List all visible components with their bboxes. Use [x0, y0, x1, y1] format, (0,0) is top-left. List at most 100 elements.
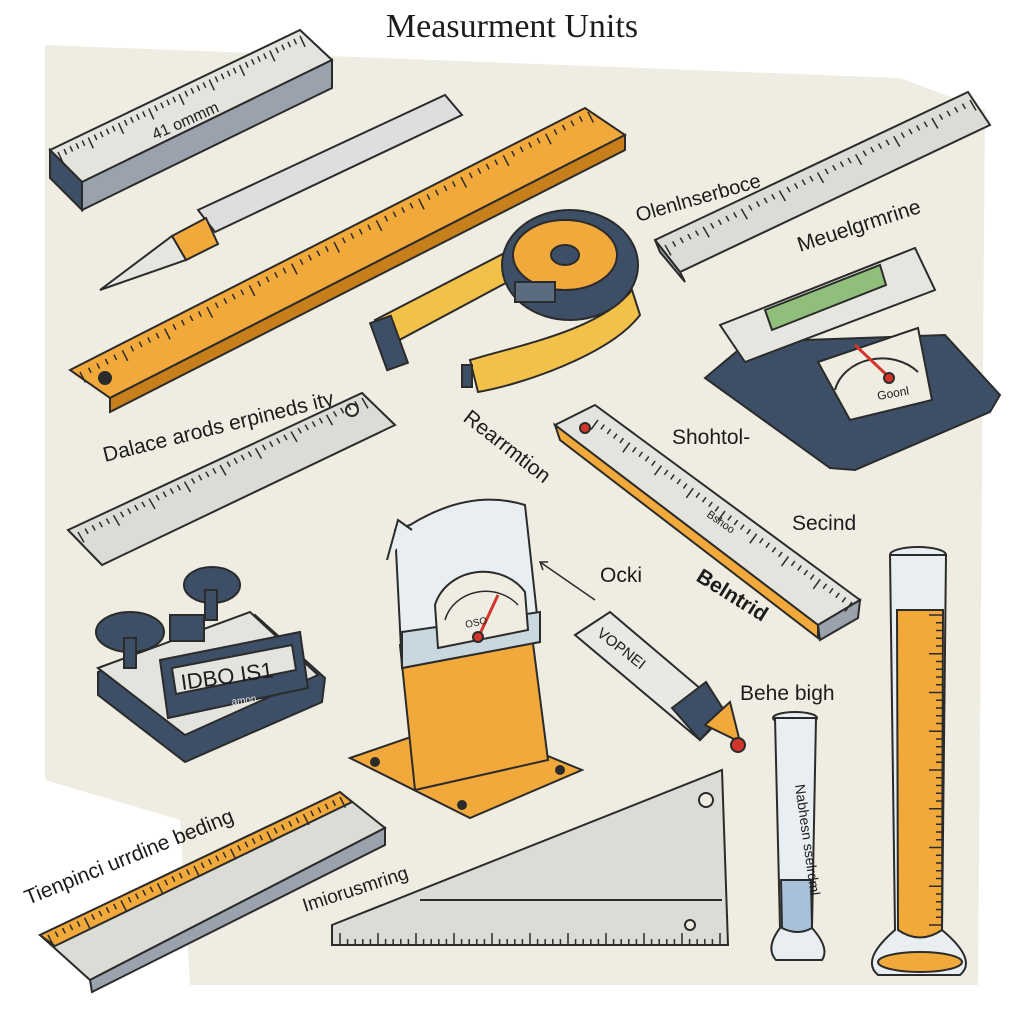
tick-mark: [231, 293, 236, 300]
tick-mark: [120, 900, 128, 912]
tick-mark: [54, 931, 59, 938]
tick-mark: [163, 328, 171, 340]
graduated-cylinder-icon: [870, 546, 967, 976]
tick-mark: [69, 145, 74, 152]
tick-mark: [494, 159, 499, 166]
tick-mark: [664, 244, 672, 256]
tick-mark: [725, 215, 730, 222]
tick-mark: [502, 154, 510, 167]
tick-mark: [839, 161, 845, 168]
tick-mark: [606, 428, 612, 435]
tick-mark: [266, 831, 274, 843]
tick-mark: [127, 508, 132, 515]
tick-mark: [653, 465, 663, 476]
tick-mark: [84, 528, 89, 535]
tick-mark: [87, 367, 92, 374]
tick-mark: [392, 211, 397, 218]
tick-mark: [324, 803, 329, 810]
tick-mark: [256, 55, 261, 63]
tick-mark: [841, 597, 847, 603]
scale-dial-label: Goonl: [876, 384, 910, 403]
tick-mark: [138, 341, 143, 348]
tick-mark: [113, 354, 118, 361]
tick-mark: [434, 189, 439, 196]
tick-mark: [528, 141, 533, 148]
tick-mark: [485, 163, 490, 170]
tick-mark: [759, 537, 764, 544]
tick-mark: [679, 237, 684, 244]
tick-mark: [622, 442, 631, 453]
tick-mark: [793, 182, 799, 189]
tick-mark: [824, 168, 829, 175]
tick-mark: [812, 578, 821, 590]
tick-mark: [748, 204, 753, 211]
tick-mark: [171, 876, 176, 883]
pencil-icon: [99, 93, 464, 291]
tick-mark: [240, 454, 245, 461]
tick-mark: [954, 106, 959, 113]
tick-mark: [184, 90, 189, 97]
tick-mark: [190, 478, 196, 484]
tick-mark: [570, 120, 575, 127]
tick-mark: [207, 858, 212, 865]
tick-mark: [578, 115, 583, 122]
tick-mark: [219, 464, 227, 476]
tick-mark: [96, 362, 101, 369]
tick-mark: [663, 469, 669, 476]
tick-mark: [310, 810, 315, 817]
tick-mark: [148, 498, 156, 510]
tick-mark: [870, 146, 875, 153]
tick-mark: [561, 124, 566, 131]
tick-mark: [206, 306, 214, 318]
tick-mark: [172, 96, 177, 103]
tick-mark: [288, 820, 293, 827]
tick-mark: [76, 920, 81, 927]
tick-mark: [63, 148, 68, 155]
tick-mark: [148, 108, 155, 120]
tick-mark: [251, 838, 256, 845]
tick-mark: [302, 813, 310, 826]
tick-mark: [325, 414, 334, 426]
tick-mark: [169, 488, 174, 494]
tick-mark: [205, 471, 210, 478]
tick-mark: [269, 50, 276, 62]
tick-mark: [727, 515, 732, 521]
tick-mark: [142, 111, 146, 118]
tick-mark: [828, 587, 834, 594]
tick-mark: [229, 848, 237, 860]
tick-mark: [220, 73, 225, 80]
tick-mark: [771, 193, 776, 200]
tick-mark: [809, 175, 814, 182]
tick-mark: [257, 280, 262, 287]
tick-mark: [544, 133, 552, 145]
tick-mark: [687, 233, 692, 240]
tick-mark: [733, 519, 739, 526]
tick-mark: [854, 153, 863, 166]
tick-mark: [47, 934, 55, 947]
tick-mark: [290, 431, 298, 443]
tick-mark: [682, 483, 688, 489]
tick-mark: [443, 185, 448, 192]
cylinder-icon: [573, 610, 746, 753]
tick-mark: [417, 198, 425, 210]
tick-mark: [250, 58, 255, 65]
tick-mark: [297, 427, 302, 434]
tick-mark: [233, 457, 238, 464]
tick-mark: [938, 114, 944, 121]
tick-mark: [232, 67, 237, 74]
tick-mark: [511, 150, 516, 157]
tick-mark: [61, 927, 66, 934]
tick-mark: [293, 38, 298, 45]
tick-mark: [91, 524, 96, 531]
tick-mark: [307, 254, 312, 261]
digital-scale-icon: [95, 566, 327, 764]
tick-mark: [714, 506, 720, 512]
tick-mark: [638, 451, 644, 458]
tick-mark: [160, 102, 165, 109]
tick-mark: [105, 907, 110, 914]
tick-mark: [316, 250, 321, 257]
page-title: Measurment Units: [385, 8, 639, 45]
tick-mark: [739, 524, 745, 530]
tick-mark: [765, 542, 771, 549]
